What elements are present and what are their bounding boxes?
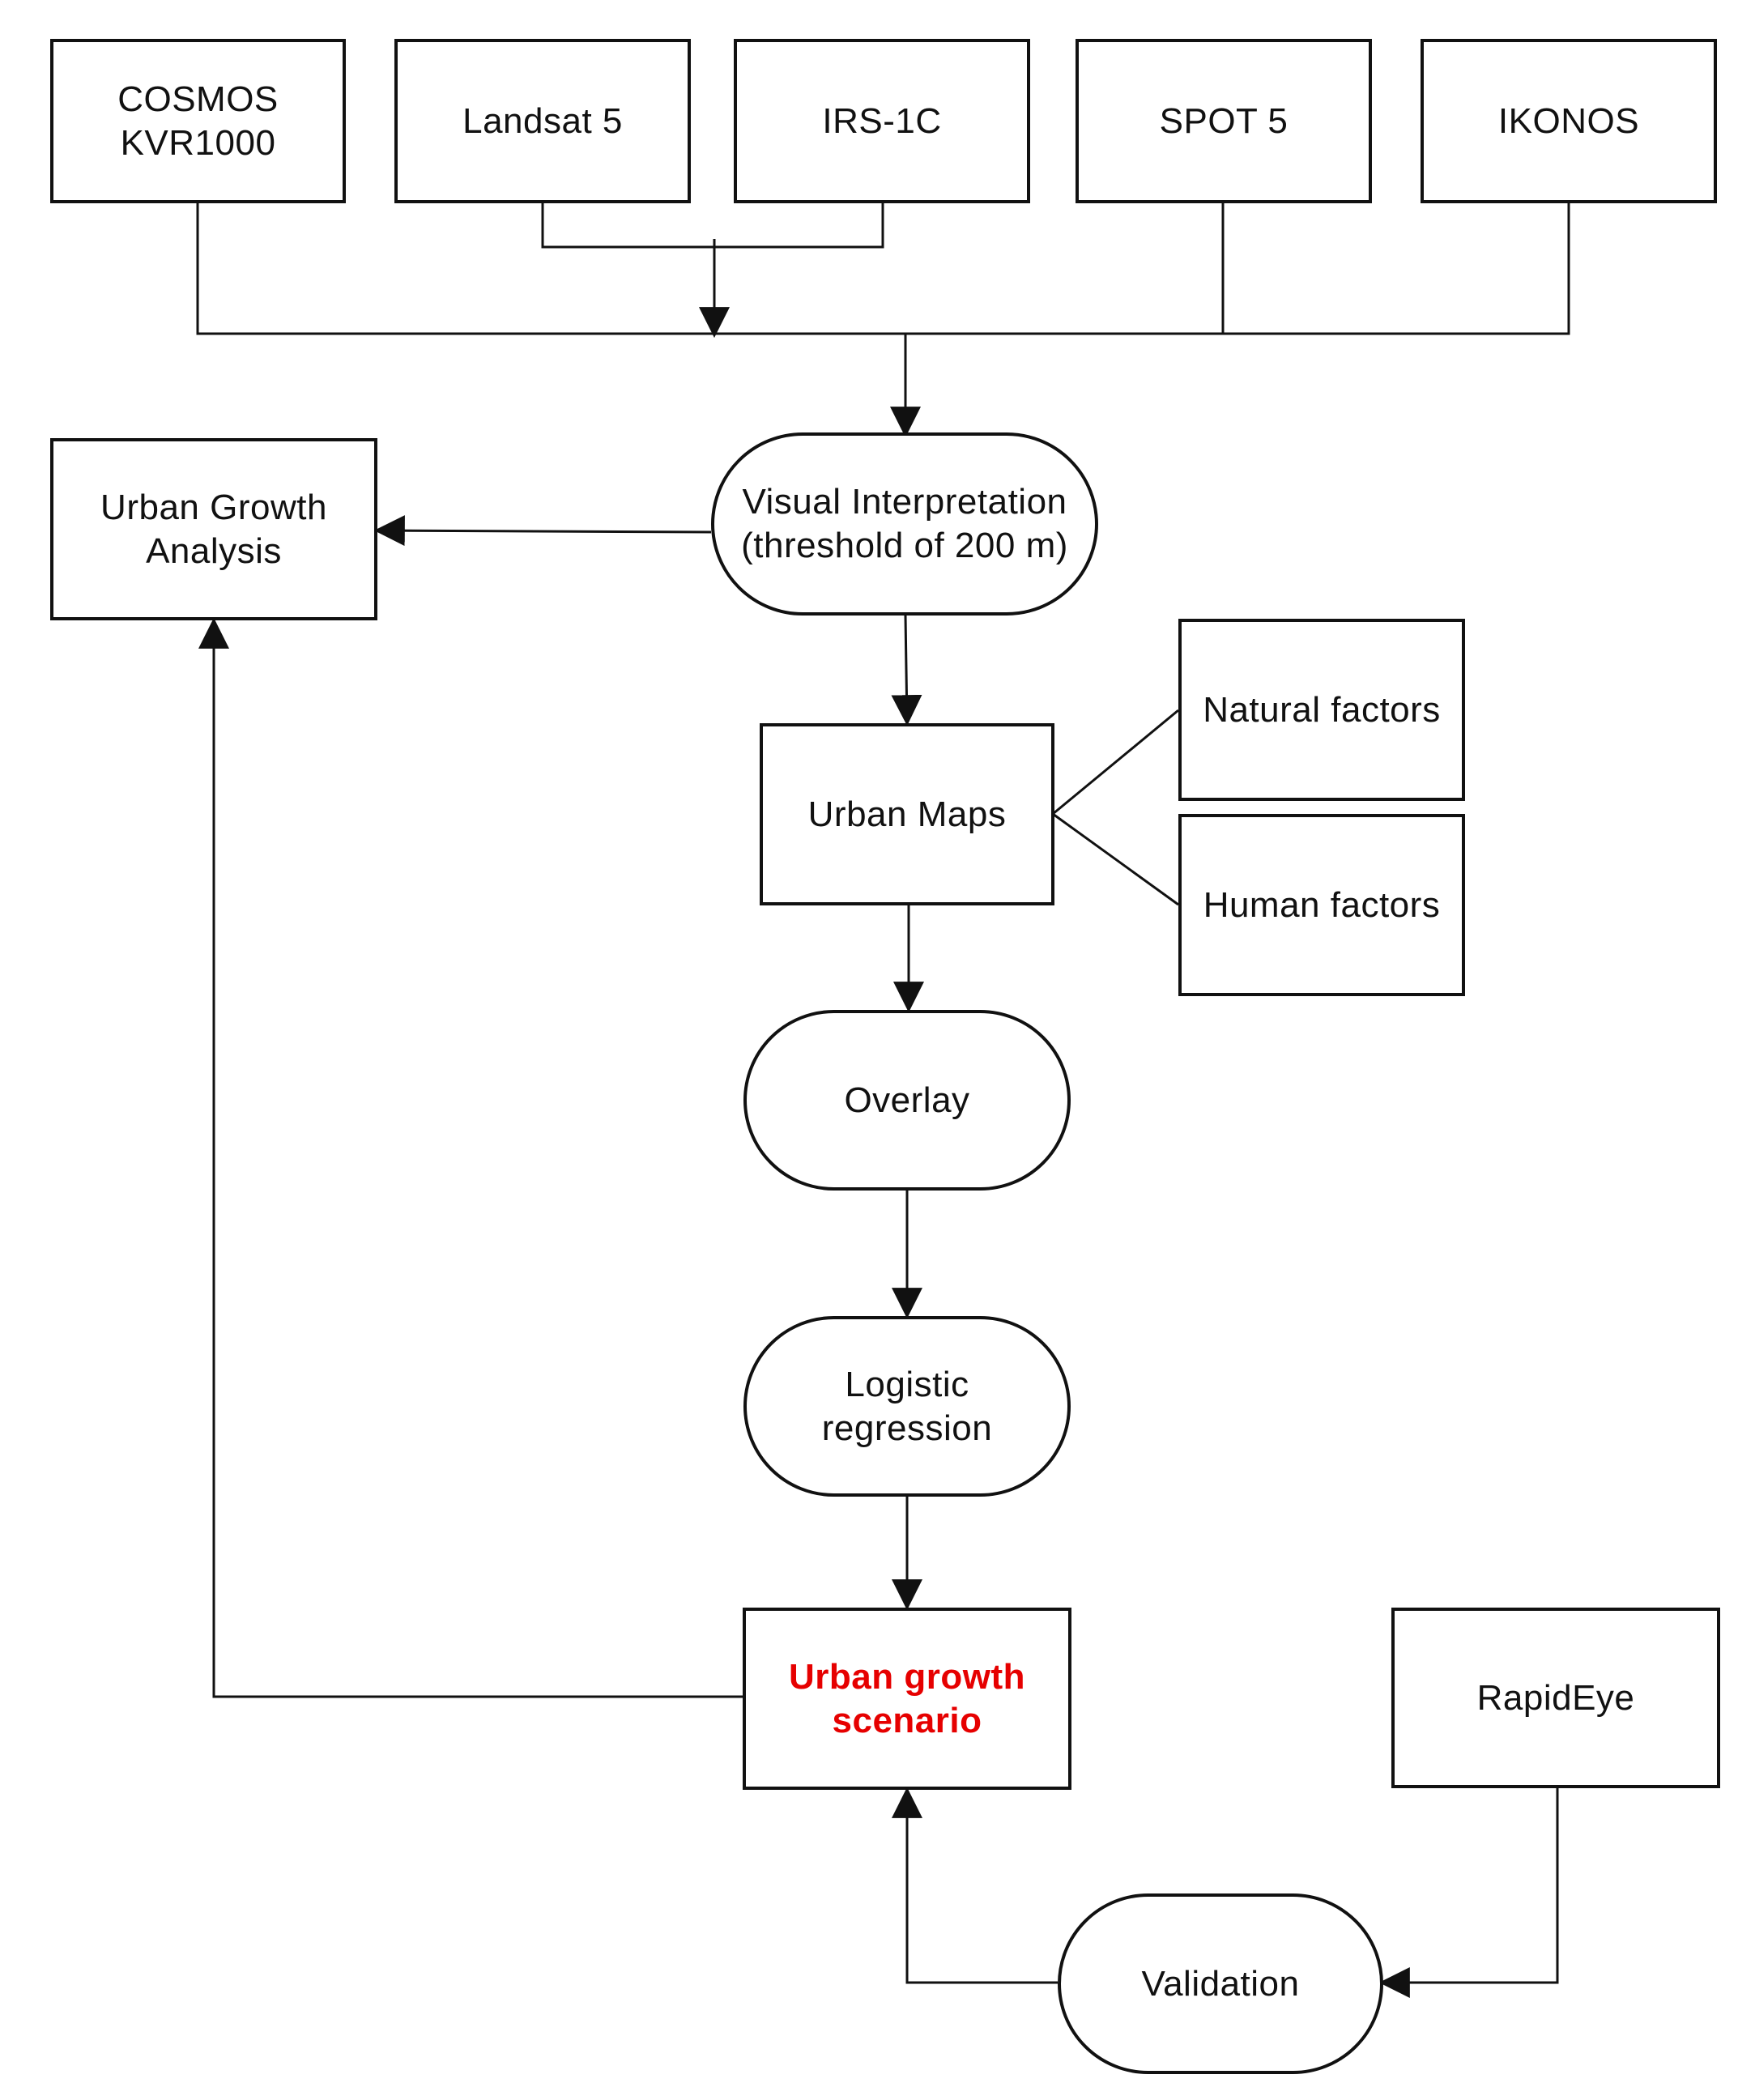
source-irs-1c-label: IRS-1C	[822, 100, 942, 141]
source-ikonos-label: IKONOS	[1497, 100, 1640, 141]
connector-urban-maps-to-natural-factors	[1052, 709, 1179, 816]
arrow-scenario-to-analysis	[198, 617, 743, 1698]
validation-label: Validation	[1141, 1963, 1300, 2004]
rapideye-box: RapidEye	[1391, 1608, 1720, 1788]
rapideye-label: RapidEye	[1476, 1677, 1635, 1718]
source-spot-5-box: SPOT 5	[1076, 39, 1372, 203]
arrow-validation-to-scenario	[892, 1787, 1058, 1984]
connector-urban-maps-to-human-factors	[1052, 812, 1179, 906]
logistic-regression-node: Logistic regression	[743, 1316, 1071, 1497]
urban-growth-analysis-box: Urban Growth Analysis	[50, 438, 377, 620]
arrow-visual-interpretation-to-urban-maps	[891, 615, 922, 726]
arrow-visual-interpretation-to-analysis	[373, 515, 712, 547]
urban-growth-scenario-box: Urban growth scenario	[743, 1608, 1071, 1790]
connector-landsat-irs-join	[541, 202, 884, 249]
natural-factors-box: Natural factors	[1178, 619, 1465, 801]
urban-growth-scenario-label: Urban growth scenario	[789, 1656, 1025, 1740]
validation-node: Validation	[1058, 1893, 1383, 2074]
source-ikonos-box: IKONOS	[1421, 39, 1717, 203]
arrow-rapideye-to-validation	[1378, 1788, 1559, 1998]
source-landsat-5-box: Landsat 5	[394, 39, 691, 203]
visual-interpretation-label: Visual Interpretation (threshold of 200 …	[741, 482, 1068, 565]
source-irs-1c-box: IRS-1C	[734, 39, 1030, 203]
urban-maps-box: Urban Maps	[760, 723, 1054, 905]
source-landsat-5-label: Landsat 5	[462, 100, 623, 141]
visual-interpretation-node: Visual Interpretation (threshold of 200 …	[711, 432, 1098, 616]
natural-factors-label: Natural factors	[1203, 689, 1441, 730]
overlay-label: Overlay	[844, 1080, 970, 1120]
source-cosmos-kvr1000-box: COSMOS KVR1000	[50, 39, 346, 203]
overlay-node: Overlay	[743, 1010, 1071, 1191]
connector-cosmos-to-bus	[196, 202, 905, 335]
human-factors-label: Human factors	[1203, 884, 1441, 925]
human-factors-box: Human factors	[1178, 814, 1465, 996]
connector-ikonos-to-bus	[905, 202, 1570, 335]
source-spot-5-label: SPOT 5	[1159, 100, 1289, 141]
source-cosmos-kvr1000-label: COSMOS KVR1000	[117, 79, 279, 163]
urban-maps-label: Urban Maps	[807, 794, 1007, 834]
logistic-regression-label: Logistic regression	[821, 1364, 993, 1448]
urban-growth-analysis-label: Urban Growth Analysis	[100, 487, 327, 571]
